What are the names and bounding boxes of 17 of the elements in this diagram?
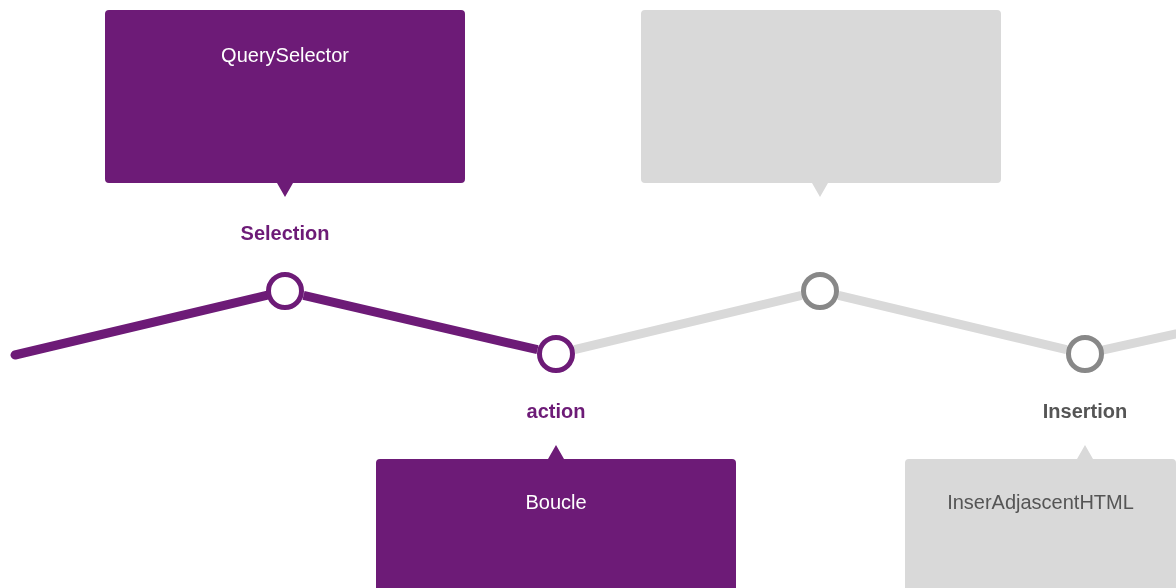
callout-text: QuerySelector	[220, 44, 350, 67]
milestone-label: action	[526, 400, 586, 423]
milestone-label: Selection	[240, 222, 330, 245]
empty-callout-box	[641, 10, 1001, 197]
callout-box	[105, 10, 465, 197]
timeline-milestone-circle	[266, 272, 304, 310]
milestone-label: Insertion	[1042, 400, 1128, 423]
callout-text: InserAdjascentHTML	[946, 491, 1135, 514]
timeline-line	[573, 291, 803, 354]
timeline-milestone-circle	[537, 335, 575, 373]
callout-box	[376, 445, 736, 588]
timeline-milestone-circle	[801, 272, 839, 310]
callout-box	[905, 445, 1176, 588]
timeline-line	[302, 290, 539, 355]
timeline-milestone-circle	[1066, 335, 1104, 373]
callout-text: Boucle	[524, 491, 588, 514]
timeline-line	[837, 291, 1068, 354]
